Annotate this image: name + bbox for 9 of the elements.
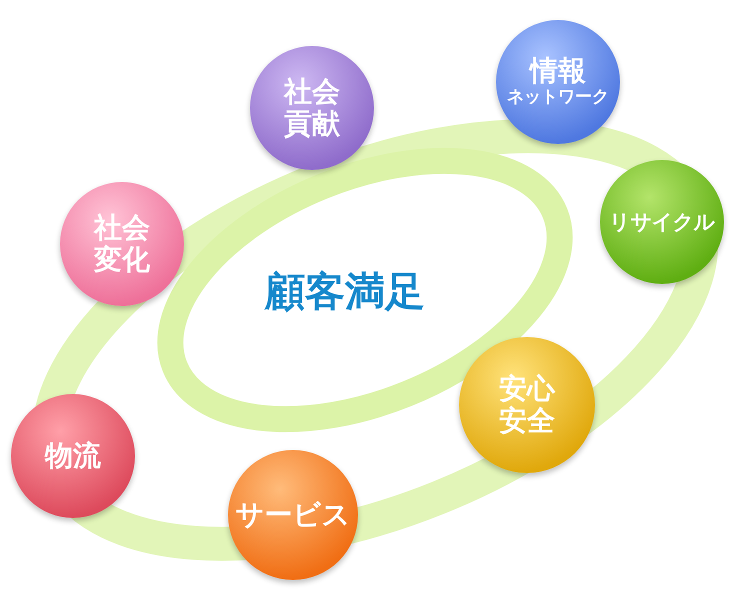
center-title: 顧客満足 [265,268,425,317]
topic-label: 社会変化 [92,212,151,276]
topic-label: 社会貢献 [282,76,342,140]
topic-label: ネットワーク [507,87,609,109]
topic-label: 情報 [528,55,587,88]
topic-label: 物流 [44,440,102,472]
topic-label: 安心安全 [498,372,556,438]
topic-label: サービス [234,498,352,532]
topic-label: リサイクル [608,210,716,234]
